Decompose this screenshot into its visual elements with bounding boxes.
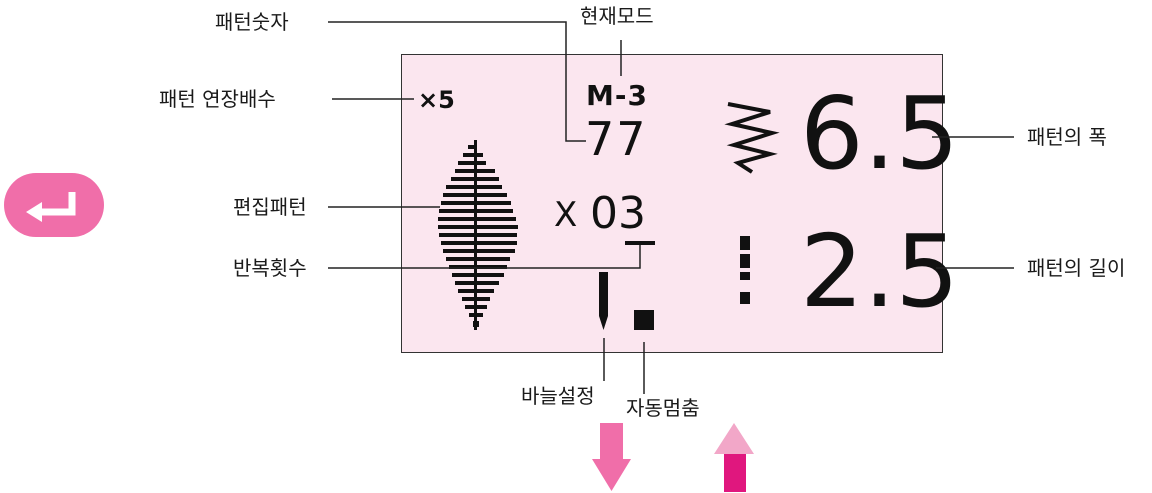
repeat-cursor xyxy=(625,241,655,245)
stitch-length-icon xyxy=(740,236,750,304)
label-needle-setting: 바늘설정 xyxy=(521,384,595,408)
length-value: 2.5 xyxy=(800,213,960,330)
zigzag-width-icon xyxy=(724,102,780,174)
label-auto-stop: 자동멈춤 xyxy=(626,396,700,420)
enter-return-icon xyxy=(26,192,76,222)
pattern-number-value: 77 xyxy=(585,112,648,166)
edit-pattern-icon xyxy=(438,140,518,330)
label-repeat-count: 반복횟수 xyxy=(233,256,307,280)
label-pattern-width: 패턴의 폭 xyxy=(1027,125,1107,149)
label-edit-pattern: 편집패턴 xyxy=(233,195,307,219)
repeat-prefix: X xyxy=(554,195,578,235)
arrow-up-icon[interactable] xyxy=(714,423,754,492)
repeat-value: 03 xyxy=(590,188,646,239)
width-value: 6.5 xyxy=(800,75,960,192)
enter-button[interactable] xyxy=(4,173,104,237)
label-pattern-extension: 패턴 연장배수 xyxy=(159,87,276,111)
mode-value: M-3 xyxy=(586,79,648,112)
needle-icon xyxy=(599,272,608,330)
callout-lines xyxy=(328,21,1014,394)
arrow-down-icon[interactable] xyxy=(592,423,631,491)
extension-value: ×5 xyxy=(418,86,455,114)
label-pattern-length: 패턴의 길이 xyxy=(1027,256,1126,280)
label-pattern-number: 패턴숫자 xyxy=(215,10,289,34)
label-current-mode: 현재모드 xyxy=(580,4,654,28)
auto-stop-icon xyxy=(634,310,654,330)
